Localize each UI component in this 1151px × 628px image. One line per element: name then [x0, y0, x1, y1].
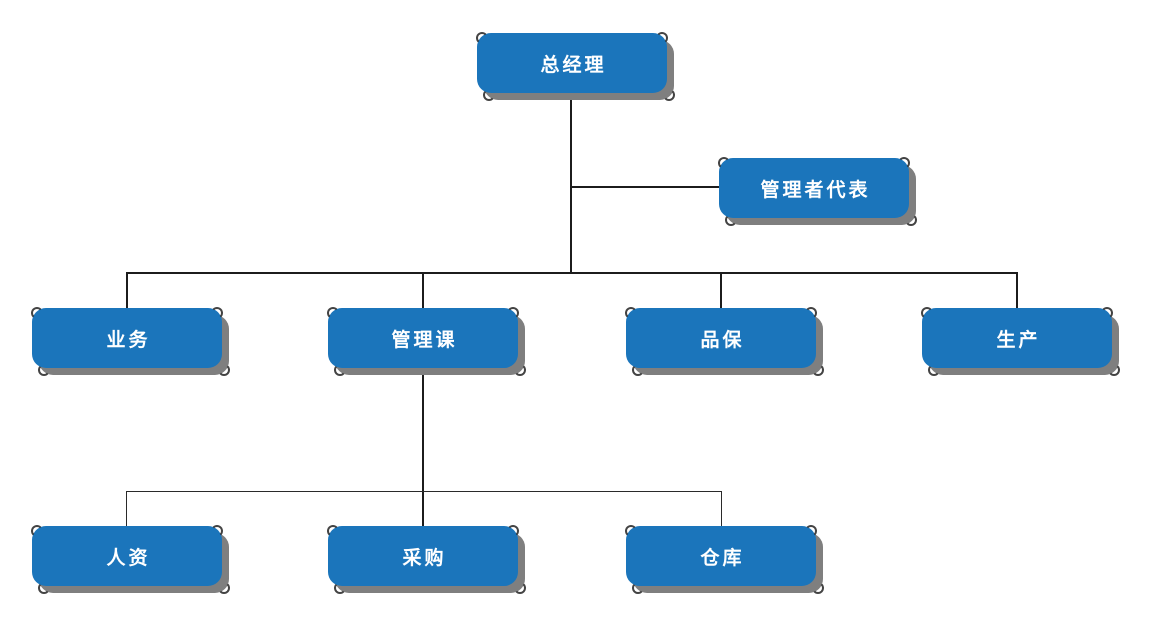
- connector-tier2-horizontal: [126, 272, 1018, 274]
- node-face: 人资: [31, 525, 223, 586]
- node-label: 管理课: [391, 329, 458, 351]
- node-label: 业务: [106, 329, 151, 351]
- org-node-general-manager[interactable]: 总经理: [476, 32, 675, 101]
- connector-drop-management-section: [422, 272, 424, 308]
- connector-branch-management-representative: [570, 186, 720, 188]
- org-node-management-section[interactable]: 管理课: [327, 307, 526, 376]
- connector-tier3-horizontal: [126, 491, 722, 492]
- org-node-sales[interactable]: 业务: [31, 307, 230, 376]
- connector-drop-sales: [126, 272, 128, 308]
- node-label: 仓库: [700, 547, 745, 569]
- connector-drop-warehouse: [721, 491, 722, 526]
- node-label: 总经理: [540, 54, 607, 76]
- node-label: 生产: [996, 329, 1041, 351]
- node-label: 采购: [402, 547, 447, 569]
- node-face: 业务: [31, 307, 223, 368]
- connector-drop-quality-assurance: [720, 272, 722, 308]
- node-label: 管理者代表: [760, 179, 871, 201]
- connector-trunk-vertical: [570, 93, 572, 274]
- node-face: 采购: [327, 525, 519, 586]
- connector-drop-human-resources: [126, 491, 127, 526]
- org-node-quality-assurance[interactable]: 品保: [625, 307, 824, 376]
- org-node-human-resources[interactable]: 人资: [31, 525, 230, 594]
- connector-drop-production: [1016, 272, 1018, 308]
- node-face: 品保: [625, 307, 817, 368]
- node-label: 品保: [700, 329, 745, 351]
- node-label: 人资: [106, 547, 151, 569]
- node-face: 仓库: [625, 525, 817, 586]
- node-face: 管理者代表: [718, 157, 910, 218]
- connector-management-section-down: [422, 368, 424, 526]
- node-face: 管理课: [327, 307, 519, 368]
- node-face: 总经理: [476, 32, 668, 93]
- org-node-management-representative[interactable]: 管理者代表: [718, 157, 917, 226]
- org-node-production[interactable]: 生产: [921, 307, 1120, 376]
- node-face: 生产: [921, 307, 1113, 368]
- org-node-purchasing[interactable]: 采购: [327, 525, 526, 594]
- org-node-warehouse[interactable]: 仓库: [625, 525, 824, 594]
